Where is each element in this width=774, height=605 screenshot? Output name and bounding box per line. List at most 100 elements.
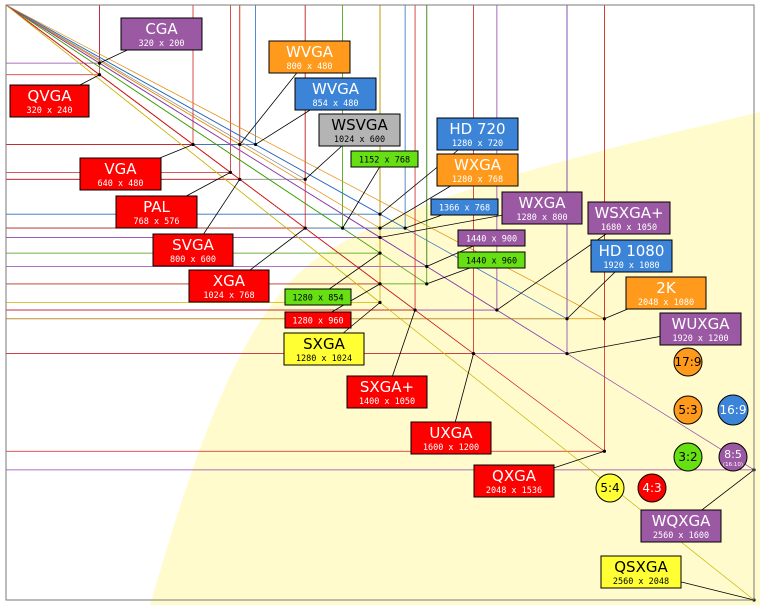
corner-dot-854-x-480	[253, 142, 258, 147]
dims-1152-x-768: 1152 x 768	[359, 156, 410, 166]
box-1280-x-768	[436, 153, 519, 187]
ratio-label-16-9: 16:9	[720, 403, 747, 417]
frame	[5, 4, 755, 601]
dims-2048-x-1536: 2048 x 1536	[486, 486, 542, 496]
name-1920-x-1080: HD 1080	[599, 242, 665, 260]
ratio-label-5-3: 5:3	[678, 403, 697, 417]
corner-dot-800-x-480	[238, 142, 242, 147]
corner-dot-1400-x-1050	[413, 308, 417, 312]
dims-1280-x-768: 1280 x 768	[452, 175, 503, 185]
dims-1920-x-1200: 1920 x 1200	[672, 334, 728, 344]
box-800-x-600	[152, 233, 234, 267]
name-768-x-576: PAL	[143, 198, 170, 216]
box-320-x-200	[120, 17, 203, 51]
corner-dot-1440-x-900	[425, 264, 429, 269]
corner-dot-320-x-240	[97, 73, 102, 77]
name-1280-x-768: WXGA	[454, 156, 502, 174]
dims-1280-x-800: 1280 x 800	[516, 213, 567, 223]
corner-dot-1280-x-1024	[378, 300, 382, 305]
corner-dot-1024-x-600	[303, 177, 307, 181]
corner-dot-1152-x-768	[341, 226, 345, 230]
ratio-sublabel-16-10: (16:10)	[723, 462, 743, 468]
box-2560-x-1600	[640, 509, 722, 543]
name-1280-x-800: WXGA	[519, 194, 567, 212]
dims-800-x-600: 800 x 600	[170, 255, 216, 265]
dims-1400-x-1050: 1400 x 1050	[359, 397, 415, 407]
box-1280-x-960	[284, 311, 352, 329]
dims-640-x-480: 640 x 480	[97, 179, 143, 189]
dims-1280-x-960: 1280 x 960	[292, 317, 343, 327]
ratio-label-8-5: 8:5	[724, 448, 742, 461]
name-1280-x-1024: SXGA	[303, 335, 345, 353]
box-854-x-480	[294, 77, 377, 111]
box-1280-x-1024	[283, 332, 365, 366]
ratio-circle-3-2	[673, 442, 703, 472]
dims-1440-x-960: 1440 x 960	[466, 257, 517, 267]
corner-dot-1600-x-1200	[471, 352, 476, 356]
name-1280-x-720: HD 720	[449, 120, 505, 138]
box-1440-x-960	[457, 251, 526, 269]
name-640-x-480: VGA	[104, 160, 137, 178]
corner-dot-1440-x-960	[425, 282, 429, 286]
dims-1920-x-1080: 1920 x 1080	[603, 261, 659, 271]
box-1280-x-720	[436, 117, 519, 151]
name-800-x-480: WVGA	[286, 43, 334, 61]
box-1920-x-1200	[659, 312, 742, 346]
box-800-x-480	[268, 40, 351, 74]
name-2560-x-1600: WQXGA	[652, 512, 712, 530]
box-2048-x-1536	[473, 464, 555, 498]
dims-1024-x-768: 1024 x 768	[203, 291, 254, 301]
box-640-x-480	[79, 157, 162, 191]
box-1600-x-1200	[410, 421, 492, 455]
leader-1152-x-768	[342, 158, 385, 229]
corner-dot-1280-x-720	[378, 212, 382, 216]
box-1280-x-800	[501, 191, 583, 225]
box-1152-x-768	[350, 150, 419, 168]
ratio-circle-8-5	[718, 442, 748, 472]
corner-dot-1366-x-768	[403, 226, 407, 230]
corner-dot-1280-x-768	[378, 226, 382, 230]
dims-320-x-200: 320 x 200	[138, 39, 184, 49]
box-1680-x-1050	[587, 201, 671, 235]
corner-dot-2048-x-1080	[602, 317, 607, 321]
dims-800-x-480: 800 x 480	[286, 62, 332, 72]
ratio-circle-5-4	[595, 473, 625, 503]
diagonal-1024-x-600	[5, 4, 306, 180]
dims-1600-x-1200: 1600 x 1200	[423, 443, 479, 453]
name-800-x-600: SVGA	[172, 236, 214, 254]
corner-dot-1024-x-768	[303, 226, 307, 230]
name-1024-x-768: XGA	[213, 272, 246, 290]
box-1280-x-854	[284, 288, 352, 306]
diagonal-1280-x-854	[5, 4, 381, 254]
box-1366-x-768	[430, 198, 499, 216]
corner-dot-768-x-576	[228, 170, 232, 174]
corner-dot-1680-x-1050	[495, 308, 499, 312]
name-1600-x-1200: UXGA	[429, 424, 473, 442]
box-1440-x-900	[457, 229, 526, 247]
name-2048-x-1536: QXGA	[492, 467, 537, 485]
corner-dot-1280-x-800	[378, 235, 382, 240]
name-320-x-200: CGA	[145, 20, 178, 38]
name-320-x-240: QVGA	[28, 87, 73, 105]
box-1024-x-600	[318, 113, 401, 147]
corner-dot-1920-x-1080	[565, 317, 569, 321]
ratio-circle-16-9	[717, 394, 749, 426]
box-320-x-240	[9, 84, 90, 118]
corner-dot-1920-x-1200	[565, 352, 569, 356]
dims-854-x-480: 854 x 480	[312, 99, 358, 109]
box-1920-x-1080	[590, 239, 673, 273]
box-1024-x-768	[188, 269, 270, 303]
dims-1366-x-768: 1366 x 768	[439, 204, 490, 214]
ratio-circle-5-3	[673, 395, 703, 425]
box-2048-x-1080	[625, 276, 707, 310]
ratio-label-4-3: 4:3	[642, 481, 661, 495]
ratio-label-5-4: 5:4	[600, 481, 619, 495]
dims-1280-x-720: 1280 x 720	[452, 139, 503, 149]
ratio-label-17-9: 17:9	[675, 355, 702, 369]
corner-dot-2048-x-1536	[602, 449, 607, 453]
corner-dot-320-x-200	[97, 61, 102, 65]
box-1400-x-1050	[346, 375, 428, 409]
